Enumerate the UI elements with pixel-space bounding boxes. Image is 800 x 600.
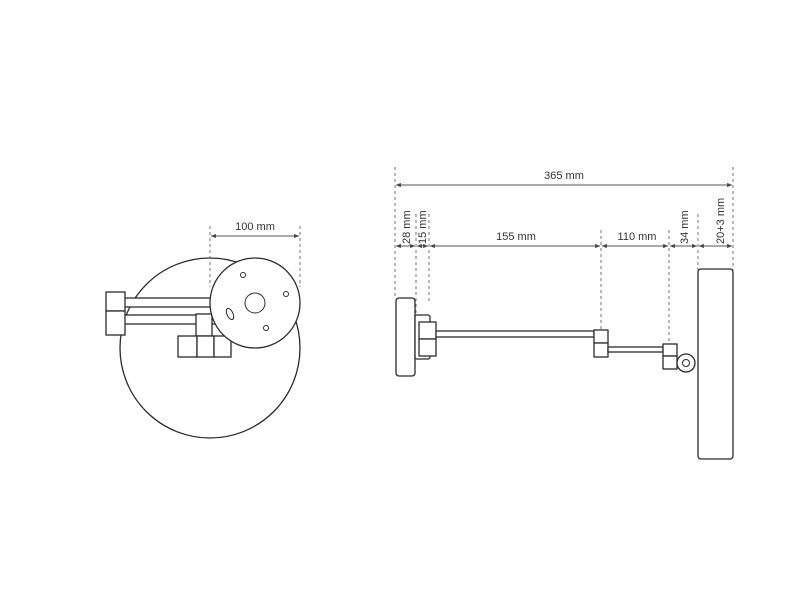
front-bottom-block-1 <box>177 335 198 358</box>
screw-hole-right <box>283 291 289 297</box>
second-arm-label: 110 mm <box>618 231 657 243</box>
side-collar-cap <box>418 321 437 340</box>
joint-label: 34 mm <box>679 210 691 244</box>
front-width-label: 100 mm <box>235 221 275 233</box>
side-elbow-bottom <box>593 342 609 358</box>
side-pivot-ring <box>676 353 696 373</box>
mirror-depth-label: 20+3 mm <box>715 198 727 244</box>
side-collar-cap-2 <box>418 338 437 357</box>
side-elbow-top <box>593 329 609 344</box>
wall-plate-disc <box>209 257 301 349</box>
first-arm-label: 155 mm <box>496 231 536 243</box>
side-swivel-top <box>662 343 678 357</box>
front-arm-upper <box>123 297 217 308</box>
front-bottom-block-2 <box>196 335 215 358</box>
side-mirror <box>697 268 734 460</box>
front-joint-block <box>195 313 213 337</box>
front-wall-block-lower <box>105 310 126 336</box>
front-bottom-block-3 <box>213 335 232 358</box>
side-pivot-center <box>682 359 690 367</box>
front-view: 100 mm <box>105 221 301 439</box>
collar-label: 15 mm <box>417 210 429 244</box>
side-second-arm <box>607 346 664 353</box>
screw-hole-bottom <box>263 325 269 331</box>
base-depth-label: 28 mm <box>401 210 413 244</box>
center-hole <box>244 292 266 314</box>
side-view: 365 mm 28 mm 15 mm 155 mm 110 mm 34 mm 2… <box>394 167 734 460</box>
side-first-arm <box>435 330 595 338</box>
side-swivel-bottom <box>662 355 678 370</box>
mount-slot <box>225 307 235 321</box>
side-wall-base <box>395 297 416 377</box>
front-wall-block <box>105 291 126 312</box>
screw-hole-top <box>240 272 246 278</box>
total-length-label: 365 mm <box>544 170 584 182</box>
